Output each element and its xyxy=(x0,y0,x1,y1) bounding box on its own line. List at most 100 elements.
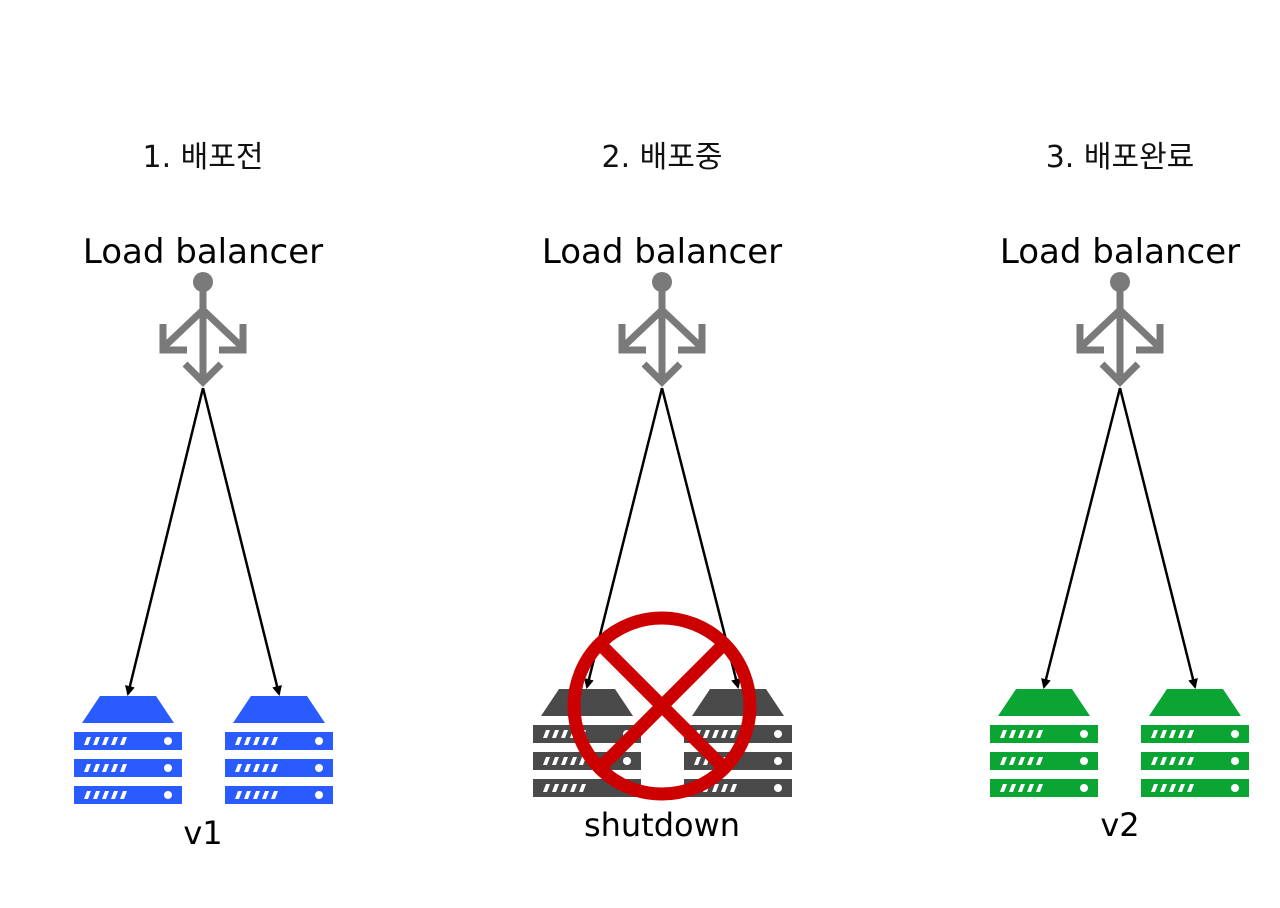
server-vent xyxy=(561,757,568,765)
server-vent xyxy=(1160,784,1167,792)
lb-branch-left xyxy=(162,307,206,349)
server-vent xyxy=(1187,784,1194,792)
server-vent xyxy=(1178,784,1185,792)
server-vent xyxy=(102,764,109,772)
server-vent xyxy=(1018,757,1025,765)
server-vent xyxy=(543,730,550,738)
server-vent xyxy=(1160,730,1167,738)
load-balancer-label-during: Load balancer xyxy=(541,232,783,272)
stage-after-diagram xyxy=(990,272,1249,797)
server-vent xyxy=(1169,757,1176,765)
server-vent xyxy=(570,757,577,765)
server-rack-icon xyxy=(225,696,333,804)
server-vent xyxy=(244,791,251,799)
server-rack-icon xyxy=(533,689,641,797)
connection-arrow xyxy=(1118,387,1198,689)
server-vent xyxy=(1160,757,1167,765)
server-led xyxy=(774,730,782,738)
server-unit xyxy=(74,786,182,804)
lb-arrowhead-right xyxy=(1136,324,1164,354)
server-vent xyxy=(1187,730,1194,738)
server-unit xyxy=(225,732,333,750)
server-vent xyxy=(1169,784,1176,792)
server-led xyxy=(164,791,172,799)
server-vent xyxy=(93,737,100,745)
server-vent xyxy=(120,791,127,799)
server-vent xyxy=(721,784,728,792)
lb-arrowhead-right xyxy=(678,324,706,354)
lb-arrowhead-right xyxy=(219,324,247,354)
server-led xyxy=(164,764,172,772)
server-vent xyxy=(93,764,100,772)
lb-arrowhead-down xyxy=(182,361,224,387)
server-rack-icon xyxy=(990,689,1098,797)
server-vent xyxy=(561,784,568,792)
server-vent xyxy=(712,730,719,738)
server-vent xyxy=(262,791,269,799)
server-vent xyxy=(1000,784,1007,792)
server-rack-icon xyxy=(1141,689,1249,797)
server-unit xyxy=(684,725,792,743)
server-vent xyxy=(1178,757,1185,765)
server-unit xyxy=(990,725,1098,743)
server-unit xyxy=(1141,779,1249,797)
server-led xyxy=(315,791,323,799)
version-caption-v2: v2 xyxy=(1100,806,1140,844)
server-led xyxy=(1231,730,1239,738)
server-unit xyxy=(74,732,182,750)
server-vent xyxy=(244,737,251,745)
server-vent xyxy=(1036,730,1043,738)
server-vent xyxy=(235,791,242,799)
version-caption-v1: v1 xyxy=(183,814,223,852)
server-vent xyxy=(1169,730,1176,738)
server-unit xyxy=(225,759,333,777)
lb-branch-right xyxy=(659,307,703,349)
connection-arrow xyxy=(125,387,205,696)
server-vent xyxy=(730,730,737,738)
server-vent xyxy=(1009,730,1016,738)
server-vent xyxy=(244,764,251,772)
server-vent xyxy=(1027,757,1034,765)
server-vent xyxy=(271,764,278,772)
server-vent xyxy=(1027,784,1034,792)
server-vent xyxy=(552,784,559,792)
server-vent xyxy=(253,764,260,772)
load-balancer-label-after: Load balancer xyxy=(999,232,1241,272)
server-led xyxy=(623,757,631,765)
server-led xyxy=(1080,784,1088,792)
server-top xyxy=(233,696,325,723)
lb-arrowhead-left xyxy=(1076,324,1104,354)
server-unit xyxy=(990,752,1098,770)
server-led xyxy=(1080,730,1088,738)
connection-arrow xyxy=(201,387,282,696)
server-vent xyxy=(694,757,701,765)
server-vent xyxy=(102,737,109,745)
server-led xyxy=(774,757,782,765)
lb-arrowhead-down xyxy=(1099,361,1141,387)
server-vent xyxy=(570,784,577,792)
server-vent xyxy=(84,791,91,799)
stage-title-after: 3. 배포완료 xyxy=(1045,140,1195,175)
server-rack-icon xyxy=(74,696,182,804)
server-led xyxy=(1231,757,1239,765)
server-led xyxy=(774,784,782,792)
server-vent xyxy=(1151,730,1158,738)
server-led xyxy=(315,737,323,745)
connection-arrow xyxy=(1041,387,1122,689)
load-balancer-label-before: Load balancer xyxy=(82,232,324,272)
lb-arrowhead-left xyxy=(618,324,646,354)
load-balancer-icon xyxy=(618,272,706,387)
server-vent xyxy=(1178,730,1185,738)
server-unit xyxy=(1141,752,1249,770)
server-vent xyxy=(262,764,269,772)
server-vent xyxy=(271,737,278,745)
server-vent xyxy=(1018,784,1025,792)
server-unit xyxy=(1141,725,1249,743)
prohibit-circle xyxy=(567,611,757,801)
lb-branch-right xyxy=(200,307,244,349)
server-vent xyxy=(1036,757,1043,765)
server-vent xyxy=(120,737,127,745)
server-vent xyxy=(543,784,550,792)
server-vent xyxy=(111,791,118,799)
